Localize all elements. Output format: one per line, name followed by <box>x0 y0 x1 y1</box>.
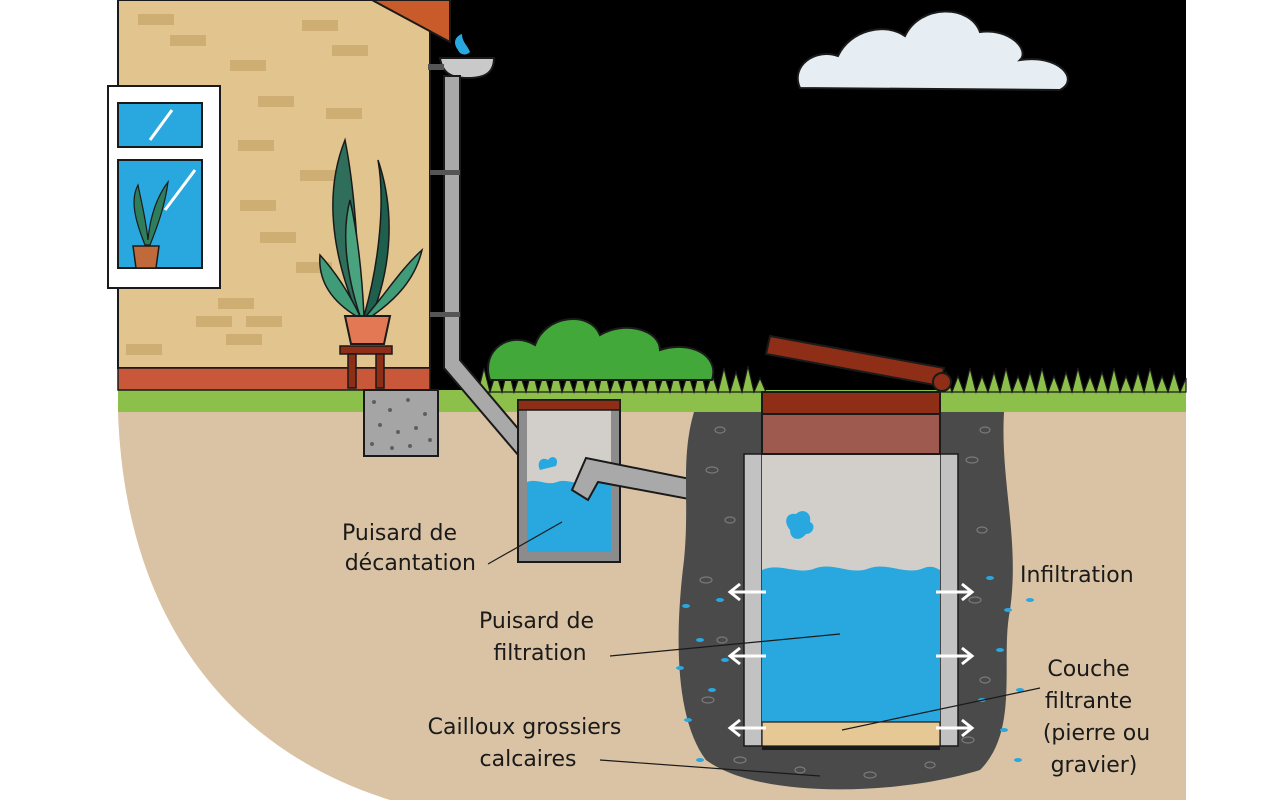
window <box>107 85 221 289</box>
label-cailloux: Cailloux grossiers calcaires <box>428 715 629 772</box>
water-droplets <box>676 576 1034 762</box>
label-infiltration: Infiltration <box>1020 563 1134 588</box>
window-plant-icon <box>133 179 169 246</box>
grass-strip <box>118 390 1186 412</box>
foundation <box>363 389 439 457</box>
label-couche-filtrante: Couche filtrante (pierre ou gravier) <box>1043 657 1157 778</box>
label-puisard-filtration: Puisard de filtration <box>479 609 601 666</box>
settling-sump <box>517 399 621 563</box>
filtration-sump <box>743 334 959 750</box>
foundation-texture <box>370 398 432 450</box>
cloud <box>796 10 1069 92</box>
leader-lines <box>487 521 1041 777</box>
water-drop-gutter <box>455 34 470 55</box>
bricks <box>126 14 368 355</box>
potted-plant <box>319 137 424 389</box>
filter-layer <box>761 721 941 747</box>
infiltration-arrows <box>727 582 975 738</box>
roof-edge <box>371 0 451 44</box>
soil <box>118 412 1186 800</box>
bushes <box>487 318 715 381</box>
gravel-texture <box>699 426 991 779</box>
label-puisard-decantation: Puisard de décantation <box>342 521 476 576</box>
